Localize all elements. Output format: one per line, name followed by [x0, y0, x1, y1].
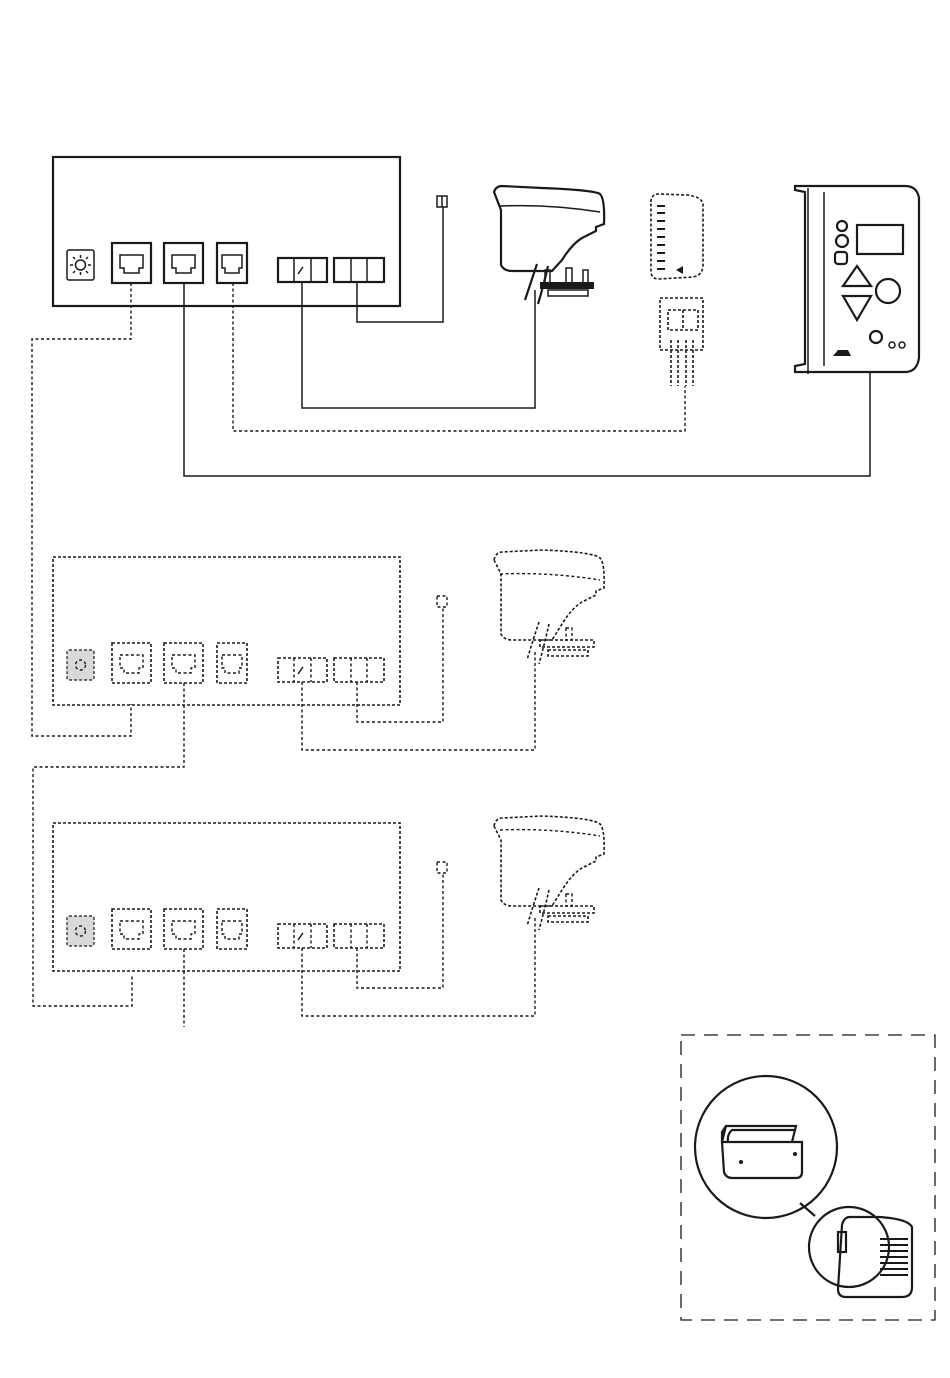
slave-controller-2 — [53, 823, 400, 971]
adjust-dial-icon — [67, 250, 94, 280]
slave-controller-1 — [53, 557, 400, 705]
rj-port-icon — [112, 909, 151, 949]
rj-port-icon — [112, 643, 151, 683]
terminal-block-icon — [278, 658, 327, 682]
master-controller — [53, 157, 400, 306]
power-plug-icon — [437, 196, 447, 207]
adjust-dial-icon — [67, 916, 94, 946]
power-socket-icon — [838, 1217, 912, 1297]
rj-port-icon — [217, 243, 247, 283]
rj-port-icon — [217, 909, 247, 949]
adjust-dial-icon — [67, 650, 94, 680]
rj-port-icon — [217, 643, 247, 683]
terminal-block-icon — [334, 924, 384, 948]
plug-adapter-icon — [722, 1126, 802, 1178]
power-plug-icon — [437, 596, 447, 607]
rj-port-icon — [164, 243, 203, 283]
terminal-block-icon — [278, 258, 327, 282]
terminal-block-icon — [278, 924, 327, 948]
valve-actuator-icon — [494, 816, 604, 930]
room-sensor-icon — [651, 194, 703, 386]
power-plug-icon — [437, 862, 447, 873]
optional-adapter-box — [681, 1035, 935, 1320]
wire — [33, 607, 535, 1006]
terminal-block-icon — [334, 658, 384, 682]
rj-port-icon — [164, 643, 203, 683]
rj-port-icon — [164, 909, 203, 949]
rj-port-icon — [112, 243, 151, 283]
wire — [32, 207, 870, 736]
wire — [184, 873, 535, 1027]
room-thermostat-icon — [795, 186, 919, 374]
valve-actuator-icon — [494, 186, 604, 304]
valve-actuator-icon — [494, 550, 604, 664]
terminal-block-icon — [334, 258, 384, 282]
